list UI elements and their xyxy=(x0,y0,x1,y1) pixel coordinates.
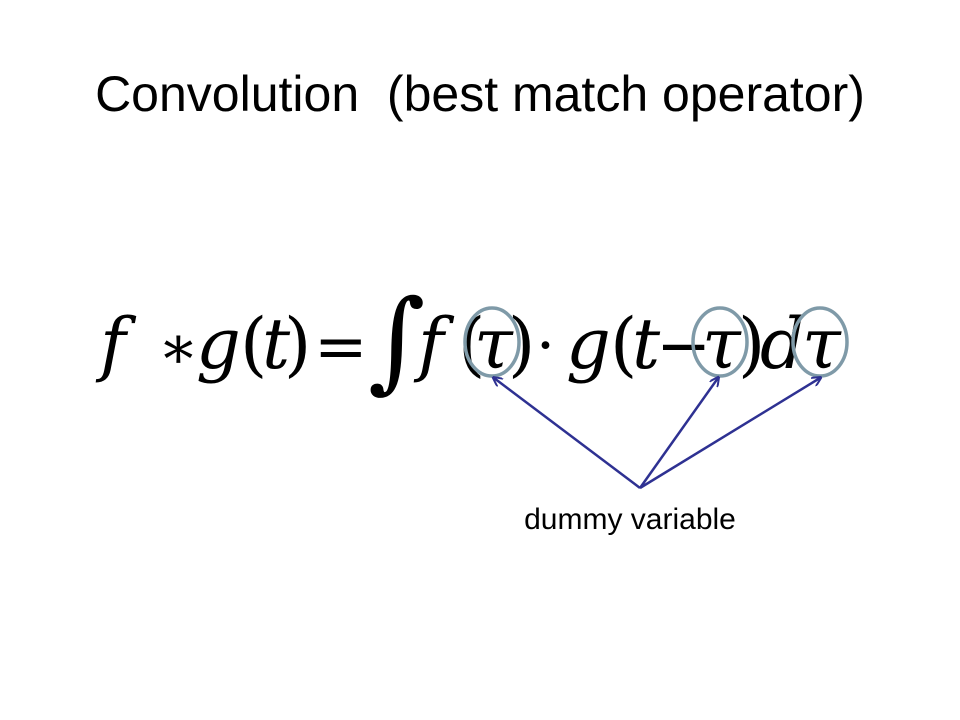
pointer-arrow xyxy=(639,378,820,490)
formula-star: ∗ xyxy=(158,313,199,383)
formula-minus: − xyxy=(656,307,711,384)
formula-d: d xyxy=(760,303,805,385)
formula-paren: ) xyxy=(284,303,311,385)
formula-t: t xyxy=(632,303,661,385)
formula-f: f xyxy=(95,303,137,385)
formula-paren: ( xyxy=(240,303,267,385)
formula-paren: ) xyxy=(508,303,535,385)
formula-f: f xyxy=(413,303,455,385)
caption-dummy-variable: dummy variable xyxy=(524,503,736,536)
formula-t: t xyxy=(262,303,291,385)
formula-g: g xyxy=(196,303,241,385)
slide-title: Convolution (best match operator) xyxy=(95,66,865,122)
pointer-arrow xyxy=(494,378,641,489)
formula-integral: ∫ xyxy=(368,276,425,404)
formula-equals: = xyxy=(314,310,368,384)
pointer-arrow xyxy=(638,378,718,489)
formula-paren: ( xyxy=(610,303,637,385)
formula-g: g xyxy=(566,303,611,385)
formula-paren: ) xyxy=(738,303,765,385)
formula-cdot: · xyxy=(536,311,555,381)
